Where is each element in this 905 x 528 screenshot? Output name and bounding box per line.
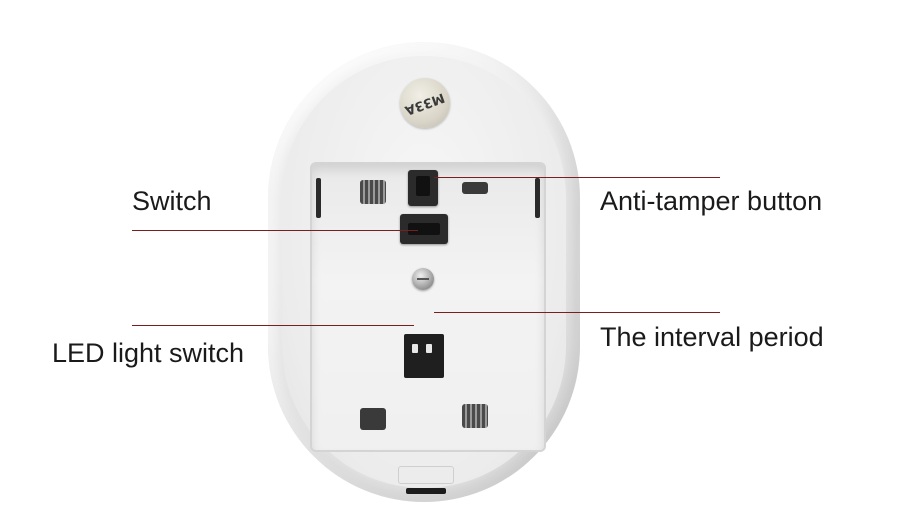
battery-contact-bottom-left: [360, 408, 386, 430]
power-switch-slot: [408, 223, 440, 235]
interval-period-callout-line: [434, 312, 720, 313]
battery-contact-top-left: [360, 180, 386, 204]
dip-knob-1: [412, 344, 418, 353]
battery-compartment: [310, 162, 546, 452]
led-light-switch-callout-line: [132, 325, 414, 326]
left-rail: [316, 178, 321, 218]
dip-knob-2: [426, 344, 432, 353]
screw: [412, 268, 434, 290]
switch-callout-line: [132, 230, 418, 231]
battery-contact-bottom-right: [462, 404, 488, 428]
anti-tamper-slot: [416, 176, 430, 196]
model-sticker-text: M33A: [403, 88, 447, 118]
release-tab: [398, 466, 454, 484]
dip-switch: [404, 334, 444, 378]
release-slot: [406, 488, 446, 494]
anti-tamper-button-label: Anti-tamper button: [600, 186, 823, 216]
power-switch: [400, 214, 448, 244]
battery-contact-top-right: [462, 182, 488, 194]
switch-label: Switch: [132, 186, 212, 216]
right-rail: [535, 178, 540, 218]
led-light-switch-label: LED light switch: [52, 338, 245, 368]
anti-tamper-button: [408, 170, 438, 206]
model-sticker: M33A: [400, 78, 450, 128]
anti-tamper-callout-line: [434, 177, 720, 178]
sensor-device-back: M33A: [268, 42, 580, 502]
interval-period-label: The interval period: [600, 322, 824, 352]
